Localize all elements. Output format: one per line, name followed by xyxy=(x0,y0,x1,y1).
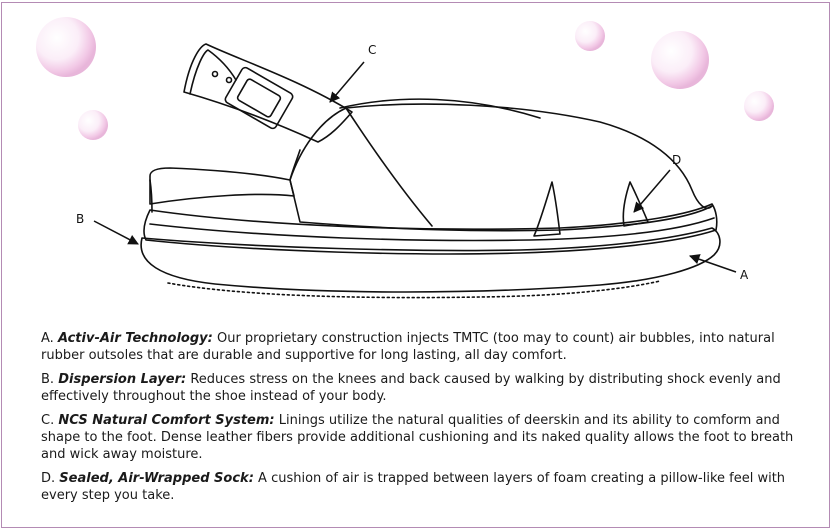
bubble xyxy=(78,110,108,140)
legend-item-b: B. Dispersion Layer: Reduces stress on t… xyxy=(41,371,821,405)
legend: A. Activ-Air Technology: Our proprietary… xyxy=(41,330,821,511)
vamp-slot-1 xyxy=(533,181,561,237)
legend-item-c: C. NCS Natural Comfort System: Linings u… xyxy=(41,412,821,463)
strap-hole xyxy=(211,70,219,78)
arrow-c xyxy=(329,61,365,103)
outsole-tread xyxy=(167,280,661,299)
legend-text: Linings utilize the natural qualities of… xyxy=(41,413,794,462)
heel-counter xyxy=(149,179,153,213)
legend-item-d: D. Sealed, Air-Wrapped Sock: A cushion o… xyxy=(41,470,821,504)
legend-term: Activ-Air Technology: xyxy=(57,331,213,346)
bubble xyxy=(575,21,605,51)
buckle xyxy=(224,66,294,130)
legend-text: A cushion of air is trapped between laye… xyxy=(41,471,786,503)
legend-text: Our proprietary construction injects TMT… xyxy=(41,331,775,363)
callout-d: D xyxy=(672,153,681,167)
legend-letter: B. xyxy=(41,372,55,387)
vamp-slot-2 xyxy=(622,181,649,227)
upper xyxy=(289,103,713,232)
buckle-inner xyxy=(236,78,282,118)
callout-b: B xyxy=(76,212,84,226)
outsole xyxy=(140,227,721,293)
upper-seam-top xyxy=(339,98,541,119)
bubble xyxy=(744,91,774,121)
callout-arrows xyxy=(93,61,737,273)
upper-seam xyxy=(345,107,433,227)
bubble xyxy=(36,17,96,77)
bubble xyxy=(651,31,709,89)
air-bubbles xyxy=(36,17,774,140)
legend-item-a: A. Activ-Air Technology: Our proprietary… xyxy=(41,330,821,364)
arrow-d xyxy=(633,169,671,213)
legend-letter: C. xyxy=(41,413,55,428)
heel-strap-to-sole xyxy=(289,149,301,181)
legend-letter: D. xyxy=(41,471,56,486)
strap-hole xyxy=(225,76,233,84)
footbed xyxy=(149,167,295,205)
arrow-b xyxy=(93,220,139,245)
legend-letter: A. xyxy=(41,331,54,346)
legend-term: Sealed, Air-Wrapped Sock: xyxy=(59,471,254,486)
legend-text: Reduces stress on the knees and back cau… xyxy=(41,372,781,404)
legend-term: Dispersion Layer: xyxy=(58,372,187,387)
heel-strap xyxy=(183,43,353,143)
callout-a: A xyxy=(740,268,749,282)
sandal-illustration xyxy=(140,43,721,299)
arrow-a xyxy=(689,254,737,273)
legend-term: NCS Natural Comfort System: xyxy=(58,413,275,428)
heel-strap-inner xyxy=(189,49,237,95)
callout-c: C xyxy=(368,43,376,57)
midsole-line xyxy=(149,217,715,242)
